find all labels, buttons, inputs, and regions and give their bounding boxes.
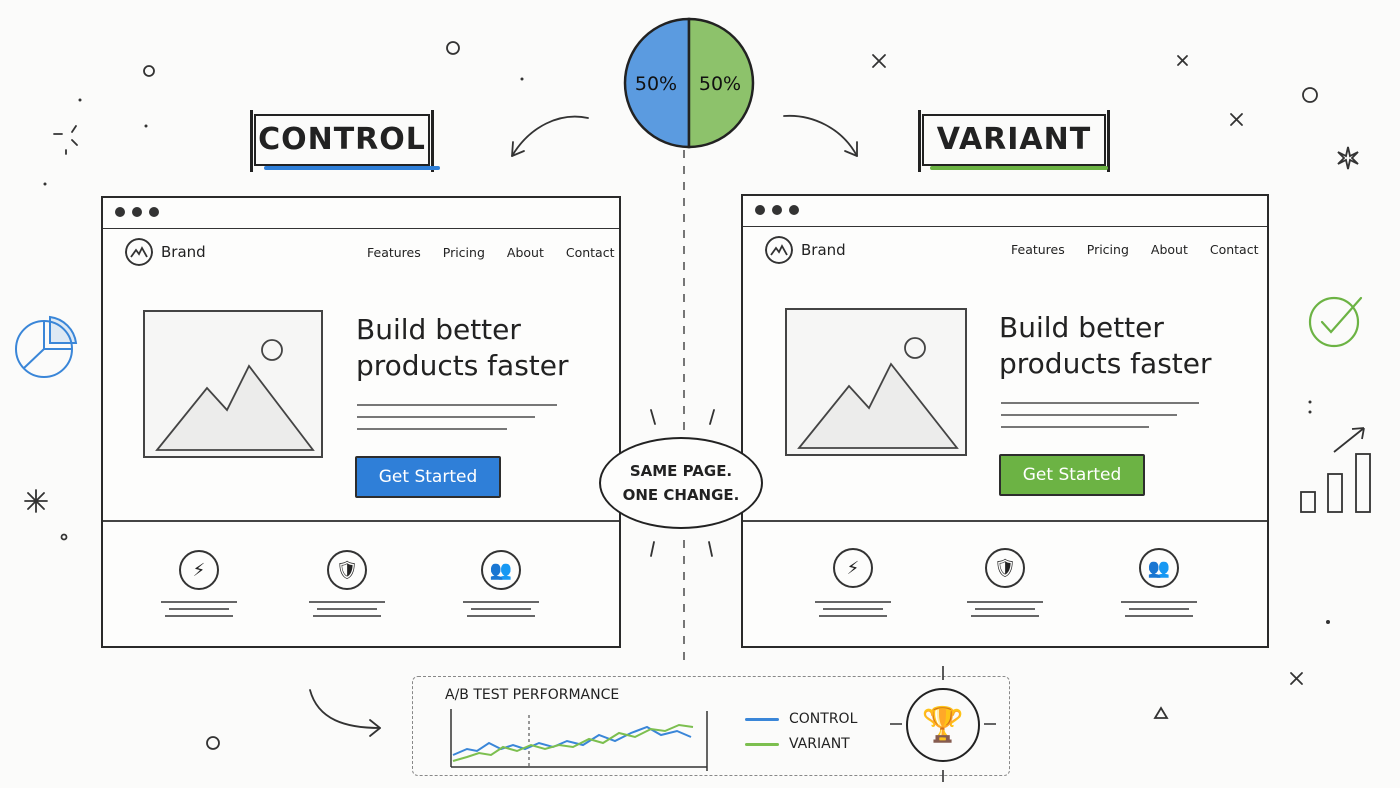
nav-link-contact[interactable]: Contact bbox=[565, 245, 615, 260]
hero-headline: Build better products faster bbox=[356, 313, 569, 382]
trophy-icon: 🏆 bbox=[906, 688, 980, 762]
feature-text-lines bbox=[161, 596, 237, 622]
hero-headline: Build better products faster bbox=[999, 311, 1212, 380]
variant-label: VARIANT bbox=[918, 110, 1110, 172]
section-divider bbox=[103, 520, 619, 522]
shield-check-icon: 🛡 bbox=[327, 550, 367, 590]
feature-text-lines bbox=[463, 596, 539, 622]
nav-link-pricing[interactable]: Pricing bbox=[1086, 242, 1129, 257]
performance-title: A/B TEST PERFORMANCE bbox=[445, 687, 620, 703]
legend-variant: VARIANT bbox=[745, 736, 850, 752]
nav-links: Features Pricing About Contact bbox=[367, 245, 615, 260]
split-left-label: 50% bbox=[635, 73, 677, 95]
control-series-line bbox=[452, 725, 692, 756]
window-dot bbox=[115, 207, 125, 217]
nav-link-about[interactable]: About bbox=[506, 245, 544, 260]
users-icon: 👥 bbox=[481, 550, 521, 590]
traffic-split-pie: 50% 50% bbox=[623, 17, 755, 149]
nav-link-features[interactable]: Features bbox=[1011, 242, 1065, 257]
control-underline bbox=[264, 166, 440, 170]
brand-name: Brand bbox=[801, 241, 846, 259]
performance-sparkline bbox=[450, 709, 708, 771]
legend-swatch-variant bbox=[745, 742, 779, 746]
control-browser-window: Brand Features Pricing About Contact Bui… bbox=[101, 196, 621, 648]
text-line bbox=[357, 404, 557, 406]
text-line bbox=[357, 416, 535, 418]
window-dot bbox=[132, 207, 142, 217]
feature-text-lines bbox=[1121, 596, 1197, 622]
ab-test-performance-panel: A/B TEST PERFORMANCE CONTROL VARIANT bbox=[412, 676, 1010, 776]
same-page-callout: SAME PAGE. ONE CHANGE. bbox=[599, 437, 763, 529]
window-dot bbox=[789, 205, 799, 215]
lightning-icon: ⚡ bbox=[833, 548, 873, 588]
hero-image-placeholder bbox=[785, 308, 967, 456]
mountain-logo-icon bbox=[125, 238, 153, 266]
brand-name: Brand bbox=[161, 243, 206, 261]
lightning-icon: ⚡ bbox=[179, 550, 219, 590]
hero-image-placeholder bbox=[143, 310, 323, 458]
section-divider bbox=[743, 520, 1267, 522]
browser-titlebar bbox=[103, 198, 619, 229]
nav-link-about[interactable]: About bbox=[1150, 242, 1188, 257]
nav-link-contact[interactable]: Contact bbox=[1209, 242, 1259, 257]
text-line bbox=[1001, 414, 1177, 416]
split-right-label: 50% bbox=[699, 73, 741, 95]
control-get-started-button[interactable]: Get Started bbox=[355, 456, 501, 498]
brand-logo[interactable]: Brand bbox=[765, 236, 846, 264]
feature-text-lines bbox=[815, 596, 891, 622]
text-line bbox=[1001, 426, 1149, 428]
brand-logo[interactable]: Brand bbox=[125, 238, 206, 266]
control-label: CONTROL bbox=[250, 110, 434, 172]
users-icon: 👥 bbox=[1139, 548, 1179, 588]
trophy-marks bbox=[890, 666, 996, 782]
text-line bbox=[1001, 402, 1199, 404]
browser-titlebar bbox=[743, 196, 1267, 227]
nav-links: Features Pricing About Contact bbox=[1011, 242, 1259, 257]
variant-series-line bbox=[452, 723, 694, 762]
shield-check-icon: 🛡 bbox=[985, 548, 1025, 588]
variant-browser-window: Brand Features Pricing About Contact Bui… bbox=[741, 194, 1269, 648]
window-dot bbox=[755, 205, 765, 215]
nav-link-pricing[interactable]: Pricing bbox=[442, 245, 485, 260]
nav-link-features[interactable]: Features bbox=[367, 245, 421, 260]
feature-text-lines bbox=[309, 596, 385, 622]
variant-get-started-button[interactable]: Get Started bbox=[999, 454, 1145, 496]
feature-text-lines bbox=[967, 596, 1043, 622]
window-dot bbox=[149, 207, 159, 217]
text-line bbox=[357, 428, 507, 430]
legend-swatch-control bbox=[745, 717, 779, 721]
mountain-logo-icon bbox=[765, 236, 793, 264]
variant-underline bbox=[930, 166, 1108, 170]
legend-control: CONTROL bbox=[745, 711, 857, 727]
window-dot bbox=[772, 205, 782, 215]
